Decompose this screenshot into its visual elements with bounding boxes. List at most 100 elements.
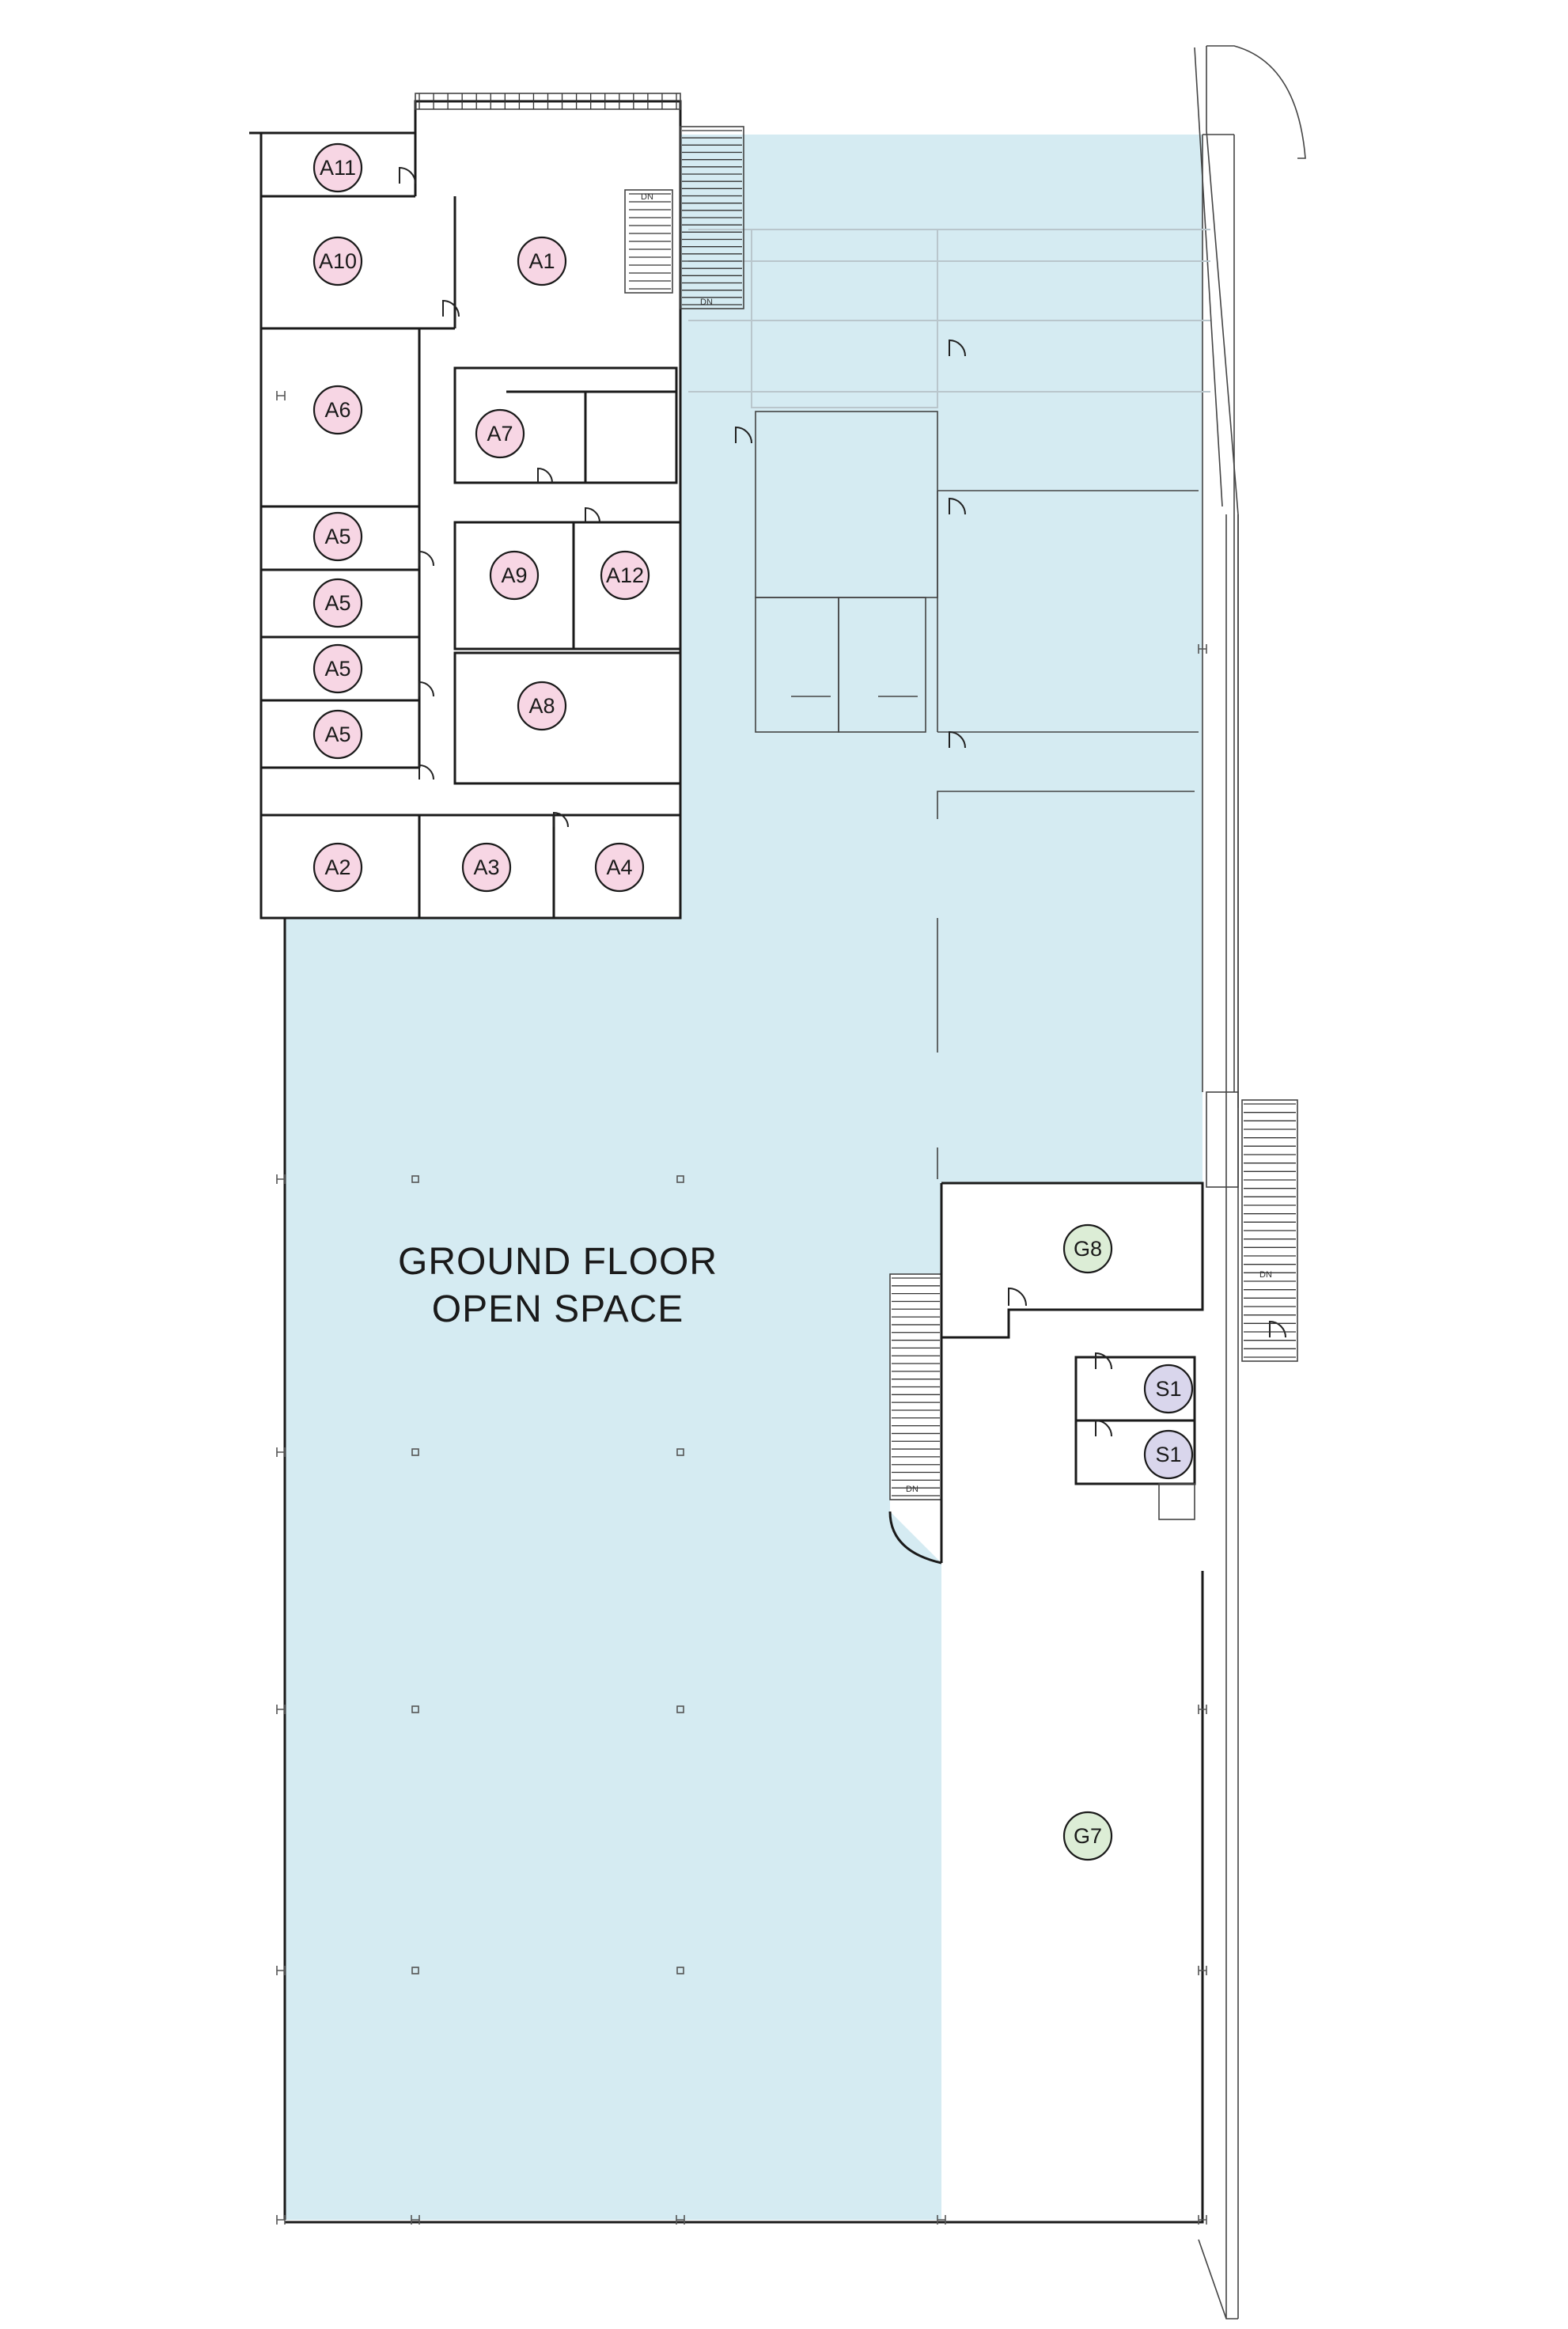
room-marker-a8: A8 [517, 681, 567, 731]
room-label: A5 [324, 723, 350, 746]
room-marker-circle [312, 842, 363, 893]
room-marker-g7: G7 [1062, 1811, 1113, 1861]
room-label: A5 [324, 591, 350, 615]
door-swing [399, 166, 416, 184]
door-swing [419, 764, 434, 780]
door-swing [949, 497, 966, 515]
room-marker-s1-1: S1 [1143, 1364, 1194, 1414]
room-label: S1 [1155, 1443, 1181, 1466]
grid-tick [276, 1447, 286, 1457]
column-marker [676, 1175, 684, 1183]
room-label: A4 [606, 855, 632, 879]
door-swing [1008, 1287, 1027, 1307]
room-label: A10 [319, 249, 357, 273]
room-marker-circle [312, 142, 363, 193]
grid-tick [1198, 644, 1207, 654]
grid-tick [276, 2215, 286, 2225]
door-swing [735, 426, 752, 444]
room-marker-a11: A11 [312, 142, 363, 193]
room-marker-circle [1062, 1811, 1113, 1861]
stair-dn-label: DN [1259, 1270, 1272, 1280]
door-swing [419, 550, 434, 567]
grid-tick [276, 1966, 286, 1975]
column-marker [411, 1175, 419, 1183]
room-label: A8 [528, 694, 555, 718]
room-label: A7 [487, 422, 513, 446]
room-marker-a3: A3 [461, 842, 512, 893]
room-marker-a5-3: A5 [312, 643, 363, 694]
door-swing [1095, 1419, 1112, 1437]
room-marker-circle [475, 408, 525, 459]
column-marker [411, 1705, 419, 1713]
door-swing [1269, 1320, 1286, 1338]
grid-tick [1198, 1705, 1207, 1714]
room-marker-circle [312, 709, 363, 760]
room-marker-a4: A4 [594, 842, 645, 893]
office-interior-walls [261, 133, 682, 918]
outer-walls [249, 45, 1306, 2320]
room-marker-a5-2: A5 [312, 578, 363, 628]
room-marker-circle [1143, 1364, 1194, 1414]
room-marker-a2: A2 [312, 842, 363, 893]
grid-tick [1198, 1966, 1207, 1975]
room-label: A5 [324, 525, 350, 548]
column-marker [676, 1967, 684, 1974]
room-marker-a10: A10 [312, 236, 363, 286]
room-label: A9 [501, 563, 527, 587]
structural-columns [276, 391, 1207, 2225]
grid-tick [276, 1174, 286, 1184]
room-label: G8 [1074, 1237, 1102, 1261]
door-swing [419, 681, 434, 697]
central-rooms [755, 411, 1199, 1179]
grid-tick [1198, 2215, 1207, 2225]
room-label: G7 [1074, 1824, 1102, 1848]
door-swing [585, 506, 600, 523]
room-label: A6 [324, 398, 350, 422]
room-marker-a9: A9 [489, 550, 540, 601]
grid-tick [411, 2215, 420, 2225]
grid-tick [276, 391, 286, 400]
room-marker-a7: A7 [475, 408, 525, 459]
door-swing [553, 811, 569, 828]
room-marker-circle [312, 578, 363, 628]
room-marker-circle [312, 385, 363, 435]
door-swing [949, 339, 966, 357]
service-block [888, 1182, 1204, 1565]
column-marker [411, 1967, 419, 1974]
room-marker-circle [517, 681, 567, 731]
room-marker-s1-2: S1 [1143, 1429, 1194, 1480]
stair-treads [419, 93, 1296, 1496]
room-marker-a12: A12 [600, 550, 650, 601]
room-marker-a1: A1 [517, 236, 567, 286]
door-swing [537, 467, 553, 484]
door-swing [1095, 1352, 1112, 1370]
room-marker-circle [461, 842, 512, 893]
column-marker [676, 1448, 684, 1456]
room-label: A12 [606, 563, 644, 587]
grid-tick [937, 2215, 946, 2225]
door-swings [399, 166, 1286, 1437]
room-marker-circle [517, 236, 567, 286]
room-marker-circle [312, 236, 363, 286]
stair-east [1206, 1091, 1298, 1362]
grid-tick [676, 2215, 685, 2225]
room-marker-circle [600, 550, 650, 601]
room-marker-circle [312, 511, 363, 562]
room-marker-circle [489, 550, 540, 601]
open-space-label-line2: OPEN SPACE [432, 1288, 684, 1330]
room-label: A11 [320, 156, 356, 180]
column-marker [411, 1448, 419, 1456]
room-label: A3 [473, 855, 499, 879]
room-label: A5 [324, 657, 350, 681]
door-swing [949, 730, 966, 749]
ghost-partitions [688, 229, 1210, 408]
column-marker [676, 1705, 684, 1713]
stair-dn-label: DN [906, 1485, 918, 1494]
room-label: A1 [528, 249, 555, 273]
room-marker-g8: G8 [1062, 1223, 1113, 1274]
door-swing [442, 299, 460, 317]
grid-tick [276, 1705, 286, 1714]
room-marker-circle [1062, 1223, 1113, 1274]
